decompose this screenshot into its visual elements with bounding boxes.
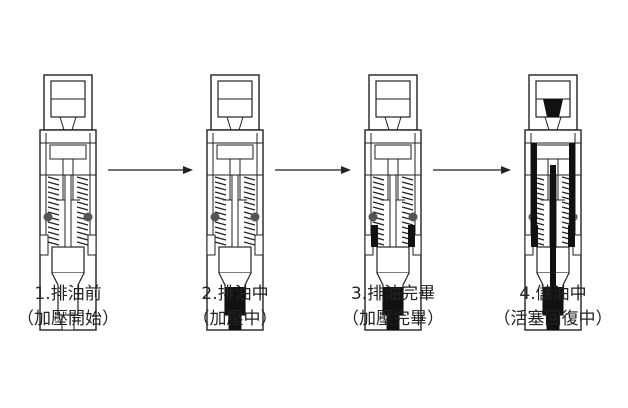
injector-figure-3 bbox=[364, 74, 422, 331]
stage-note: （加壓中） bbox=[192, 309, 278, 329]
arrow-3 bbox=[433, 166, 511, 174]
stage-title: 1.排油前 bbox=[34, 284, 102, 304]
stage-title: 3.排油完畢 bbox=[350, 284, 436, 304]
stage-caption-3: 3.排油完畢 （加壓完畢） bbox=[318, 282, 468, 332]
stage-caption-2: 2.排油中 （加壓中） bbox=[160, 282, 310, 332]
stage-note: （加壓完畢） bbox=[342, 309, 444, 329]
stage-note: （加壓開始） bbox=[17, 309, 119, 329]
injector-figure-2 bbox=[206, 74, 264, 331]
stage-title: 2.排油中 bbox=[201, 284, 269, 304]
stage-caption-4: 4.儲油中 （活塞回復中） bbox=[478, 282, 628, 332]
stage-note: （活塞回復中） bbox=[493, 309, 613, 329]
injector-figure-1 bbox=[39, 74, 97, 331]
arrow-1 bbox=[108, 166, 193, 174]
stage-caption-1: 1.排油前 （加壓開始） bbox=[0, 282, 143, 332]
injector-figure-4 bbox=[524, 74, 582, 331]
arrow-2 bbox=[275, 166, 351, 174]
stage-title: 4.儲油中 bbox=[519, 284, 587, 304]
